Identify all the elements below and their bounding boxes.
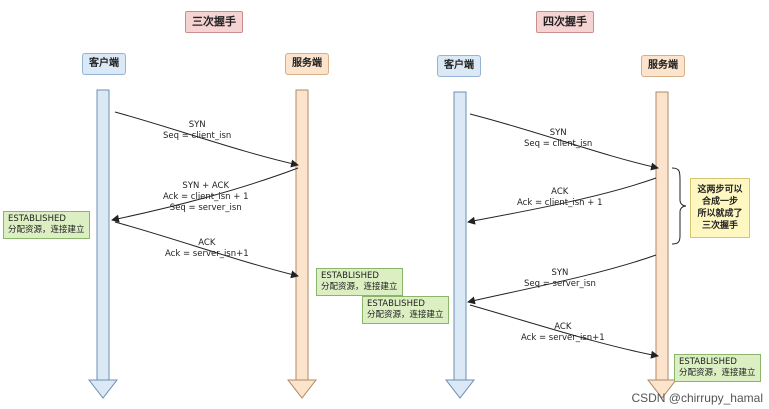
right-established-client-line1: ESTABLISHED: [367, 299, 425, 309]
left-msg-syn-line1: SYN: [188, 120, 206, 130]
right-msg-syn: SYN Seq = client_isn: [524, 128, 592, 150]
left-established-client: ESTABLISHED 分配资源，连接建立: [3, 211, 90, 239]
left-msg-synack-line1: SYN + ACK: [182, 181, 230, 191]
left-msg-ack-line1: ACK: [198, 238, 216, 248]
right-server-lifeline: [646, 91, 678, 399]
left-client-label: 客户端: [82, 53, 126, 75]
right-msg-syn-line2: Seq = client_isn: [524, 139, 593, 149]
left-established-server-line1: ESTABLISHED: [321, 271, 379, 281]
left-arrow-syn: [114, 111, 299, 168]
right-arrow-ack: [467, 177, 657, 225]
right-established-server-line1: ESTABLISHED: [679, 357, 737, 367]
right-established-server: ESTABLISHED 分配资源，连接建立: [674, 354, 761, 382]
left-msg-ack-line2: Ack = server_isn+1: [165, 249, 249, 259]
right-established-client-line2: 分配资源，连接建立: [367, 310, 444, 320]
right-established-client: ESTABLISHED 分配资源，连接建立: [362, 296, 449, 324]
right-msg-syn-line1: SYN: [549, 128, 567, 138]
right-brace: [671, 167, 687, 245]
left-established-client-line1: ESTABLISHED: [8, 214, 66, 224]
right-arrow-syn2: [467, 254, 657, 305]
left-title: 三次握手: [185, 11, 243, 33]
left-msg-ack: ACK Ack = server_isn+1: [165, 238, 249, 260]
right-arrow-ack2: [469, 304, 659, 359]
right-title: 四次握手: [536, 11, 594, 33]
right-client-lifeline: [444, 91, 476, 399]
left-msg-syn: SYN Seq = client_isn: [163, 120, 231, 142]
right-server-label: 服务端: [641, 55, 685, 77]
right-note-line3: 所以就成了: [697, 209, 743, 219]
right-msg-syn2: SYN Seq = server_isn: [524, 268, 596, 290]
right-note-line1: 这两步可以: [697, 185, 743, 195]
left-established-server-line2: 分配资源，连接建立: [321, 282, 398, 292]
right-msg-ack2: ACK Ack = server_isn+1: [521, 322, 605, 344]
left-established-server: ESTABLISHED 分配资源，连接建立: [316, 268, 403, 296]
right-arrow-syn: [469, 113, 659, 171]
left-client-lifeline: [87, 89, 119, 399]
right-msg-ack2-line2: Ack = server_isn+1: [521, 333, 605, 343]
right-established-server-line2: 分配资源，连接建立: [679, 368, 756, 378]
right-msg-ack-line2: Ack = client_isn + 1: [517, 198, 603, 208]
left-msg-synack-line3: Seq = server_isn: [169, 203, 242, 213]
left-arrow-ack: [114, 221, 299, 279]
right-client-label: 客户端: [437, 55, 481, 77]
right-msg-ack-line1: ACK: [551, 187, 569, 197]
right-msg-ack: ACK Ack = client_isn + 1: [517, 187, 603, 209]
right-note: 这两步可以 合成一步 所以就成了 三次握手: [690, 178, 750, 238]
right-msg-syn2-line1: SYN: [551, 268, 569, 278]
left-msg-synack: SYN + ACK Ack = client_isn + 1 Seq = ser…: [163, 181, 249, 214]
right-note-line4: 三次握手: [701, 221, 738, 231]
watermark: CSDN @chirrupy_hamal: [631, 391, 763, 405]
left-arrow-synack: [111, 167, 299, 223]
left-msg-synack-line2: Ack = client_isn + 1: [163, 192, 249, 202]
right-msg-ack2-line1: ACK: [554, 322, 572, 332]
left-server-lifeline: [286, 89, 318, 399]
left-established-client-line2: 分配资源，连接建立: [8, 225, 85, 235]
left-server-label: 服务端: [285, 53, 329, 75]
right-note-line2: 合成一步: [701, 197, 738, 207]
left-msg-syn-line2: Seq = client_isn: [163, 131, 232, 141]
right-msg-syn2-line2: Seq = server_isn: [524, 279, 596, 289]
